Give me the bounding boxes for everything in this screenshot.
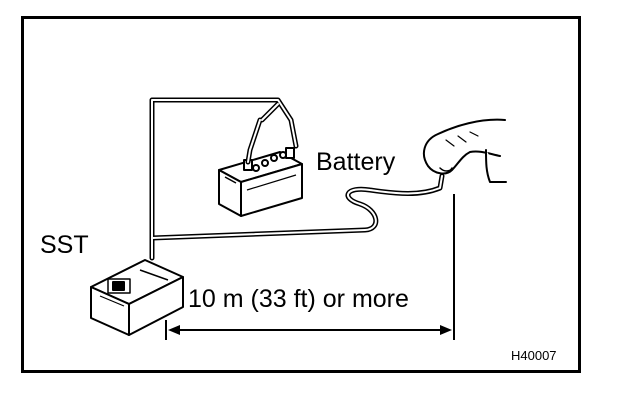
battery-icon [218,147,303,217]
sst-label: SST [40,231,89,259]
hand-icon [422,118,507,183]
sst-tester-icon [90,259,184,336]
cables [149,97,445,261]
battery-label: Battery [316,148,396,176]
distance-label: 10 m (33 ft) or more [188,285,409,313]
figure-code: H40007 [511,348,557,363]
double-arrow-icon [165,194,455,340]
